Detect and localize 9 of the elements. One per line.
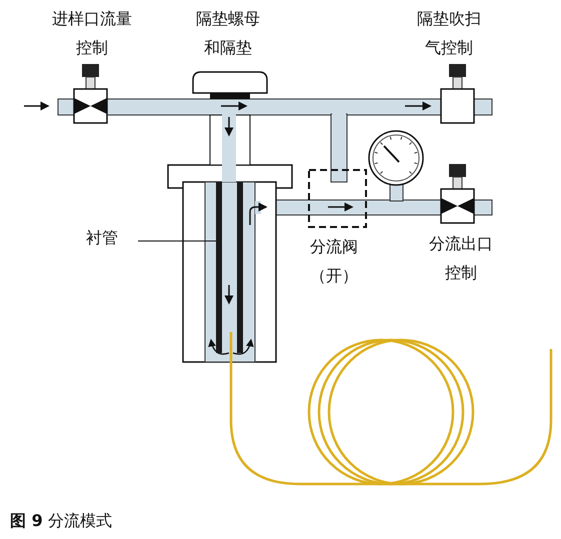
part-label: 进样口流量控制: [51, 8, 133, 59]
liner-label: 衬管: [86, 223, 118, 252]
part-label: 隔垫螺母和隔垫: [195, 8, 261, 59]
figure-caption: 图 9 分流模式: [10, 510, 112, 532]
part-label: 分流阀（开）: [309, 236, 359, 287]
liner-tube: [216, 182, 243, 353]
part-label: 分流出口控制: [428, 233, 494, 284]
leader-line: [138, 240, 216, 242]
part-label: 隔垫吹扫气控制: [416, 8, 482, 59]
